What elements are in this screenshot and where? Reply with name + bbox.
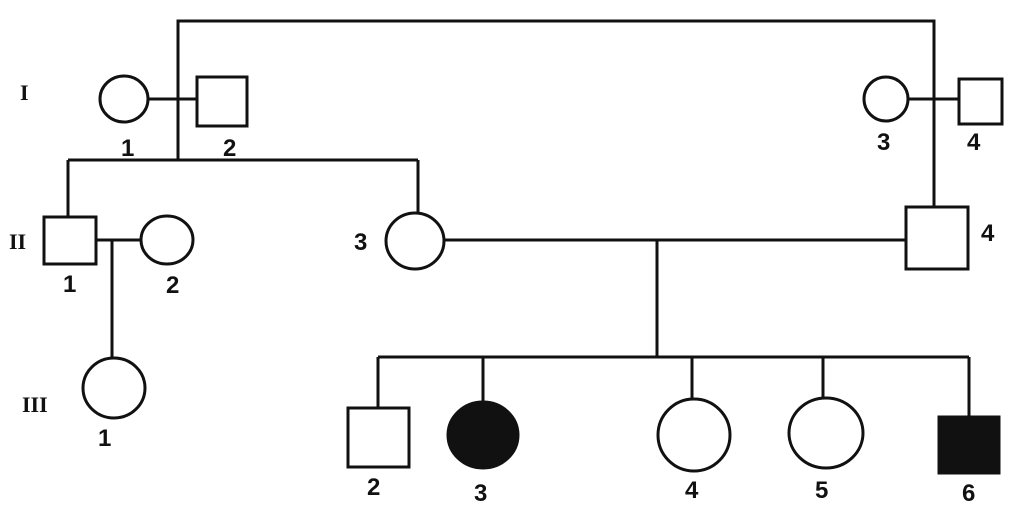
top-bracket-line — [176, 19, 936, 207]
individual-label: 3 — [354, 229, 367, 256]
individual-label: 2 — [223, 135, 236, 162]
individual-iii4: 4 — [656, 397, 732, 504]
generation-label-i: I — [20, 80, 29, 105]
affected-male-symbol — [937, 415, 1001, 475]
individual-iii5: 5 — [787, 396, 865, 504]
male-symbol — [957, 77, 1004, 126]
individual-ii3: 3 — [354, 211, 446, 271]
individual-i4: 4 — [957, 77, 1004, 156]
female-symbol — [98, 74, 150, 124]
individual-label: 1 — [98, 425, 111, 452]
individual-iii3: 3 — [446, 400, 520, 507]
generation-label-iii: III — [22, 392, 48, 417]
female-symbol — [862, 75, 910, 123]
individual-ii2: 2 — [139, 214, 195, 299]
female-symbol — [656, 397, 732, 473]
individual-label: 6 — [962, 480, 975, 507]
male-symbol — [42, 215, 98, 266]
male-symbol — [904, 205, 970, 271]
individual-label: 4 — [981, 220, 995, 247]
female-symbol — [384, 211, 446, 271]
individual-label: 2 — [367, 474, 380, 501]
individual-label: 3 — [474, 480, 487, 507]
individual-label: 5 — [815, 477, 828, 504]
individual-label: 4 — [967, 129, 981, 156]
generation-label-ii: II — [9, 229, 26, 254]
individual-label: 3 — [877, 129, 890, 156]
affected-female-symbol — [446, 400, 520, 470]
individual-label: 4 — [685, 477, 699, 504]
individual-ii1: 1 — [42, 215, 98, 298]
female-symbol — [139, 214, 195, 266]
male-symbol — [195, 75, 249, 128]
individual-i1: 1 — [98, 74, 150, 162]
individual-i3: 3 — [862, 75, 910, 156]
female-symbol — [787, 396, 865, 470]
individual-label: 1 — [63, 271, 76, 298]
individual-iii2: 2 — [346, 406, 411, 501]
female-symbol — [81, 356, 147, 420]
individual-iii6: 6 — [937, 415, 1001, 507]
individual-label: 2 — [166, 272, 179, 299]
male-symbol — [346, 406, 411, 469]
individual-i2: 2 — [195, 75, 249, 162]
pedigree-lines — [66, 19, 971, 417]
individual-iii1: 1 — [81, 356, 147, 452]
individual-ii4: 4 — [904, 205, 995, 271]
individual-label: 1 — [121, 135, 134, 162]
